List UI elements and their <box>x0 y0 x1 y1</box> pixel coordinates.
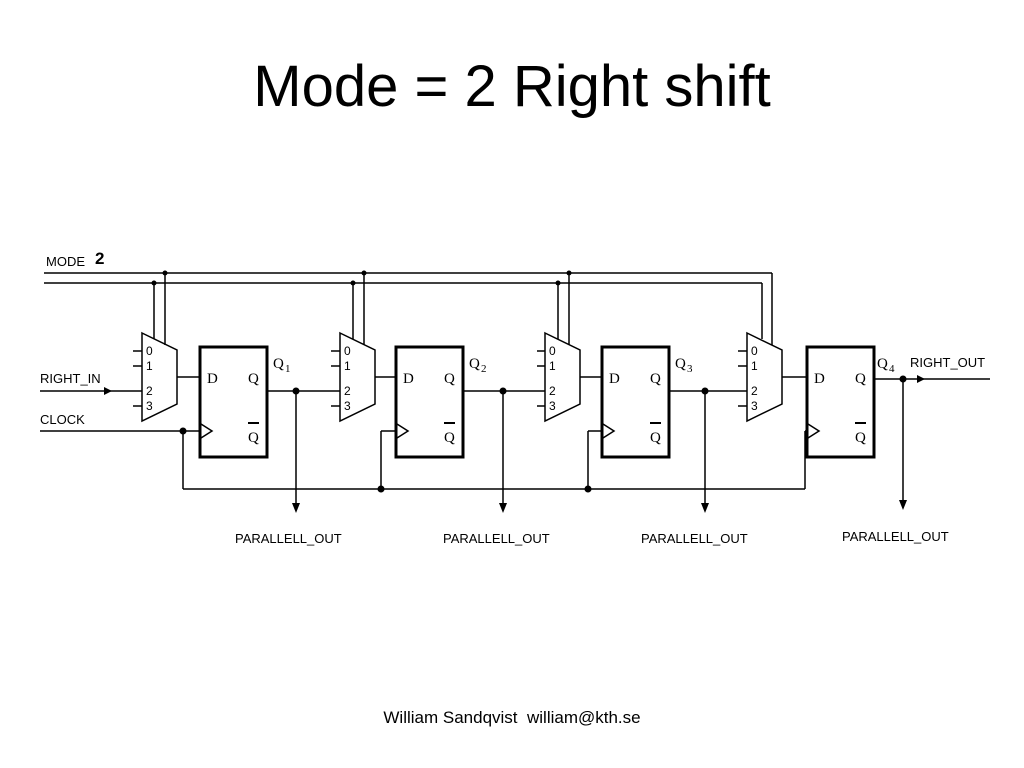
mode-junction-2b <box>361 270 367 276</box>
q3-subscript: 3 <box>687 363 693 375</box>
mode-junction-2a <box>350 280 356 286</box>
mux-1-input-2: 2 <box>146 384 153 398</box>
stage-4: 0 1 2 3 D Q Q Q 4 PARALLELL_OUT <box>738 273 949 544</box>
mux-1-input-ticks <box>133 350 142 407</box>
q1-subscript: 1 <box>285 363 291 375</box>
right-in-label: RIGHT_IN <box>40 371 101 386</box>
ff-3-d: D <box>609 371 620 387</box>
ff-3-clock-triangle <box>602 423 616 439</box>
stage-2: 0 1 2 3 D Q Q Q 2 PARALLELL_OUT <box>331 270 550 546</box>
mux-3-input-2: 2 <box>549 384 556 398</box>
flipflop-4 <box>805 345 876 459</box>
mux-1-input-0: 0 <box>146 344 153 358</box>
q2-subscript: 2 <box>481 363 487 375</box>
ff-1-clock-triangle <box>200 423 214 439</box>
mux-4-input-3: 3 <box>751 399 758 413</box>
q2-label: Q <box>469 356 480 372</box>
flipflop-1 <box>198 345 269 459</box>
q2-parallel-arrow <box>499 503 507 513</box>
ff-4-d: D <box>814 371 825 387</box>
mode-value: 2 <box>95 249 104 268</box>
ff-1-qbar: Q <box>248 430 259 446</box>
q3-parallel-arrow <box>701 503 709 513</box>
flipflop-3 <box>600 345 671 459</box>
ff-3-q: Q <box>650 371 661 387</box>
stage-3: 0 1 2 3 D Q Q Q 3 PARALLELL_OUT <box>537 270 748 546</box>
ff-1-q: Q <box>248 371 259 387</box>
mux-4-input-0: 0 <box>751 344 758 358</box>
clock-label: CLOCK <box>40 412 85 427</box>
ff-2-q: Q <box>444 371 455 387</box>
parallel-out-3: PARALLELL_OUT <box>641 531 748 546</box>
mux-3-input-1: 1 <box>549 359 556 373</box>
ff-4-qbar: Q <box>855 430 866 446</box>
q4-label: Q <box>877 356 888 372</box>
q1-label: Q <box>273 356 284 372</box>
right-out-label: RIGHT_OUT <box>910 355 985 370</box>
q1-parallel-arrow <box>292 503 300 513</box>
mux-3-input-0: 0 <box>549 344 556 358</box>
ff-1-d: D <box>207 371 218 387</box>
ff-4-clock-triangle <box>807 423 821 439</box>
slide-title: Mode = 2 Right shift <box>253 54 771 119</box>
mux-4-input-2: 2 <box>751 384 758 398</box>
ff-3-qbar: Q <box>650 430 661 446</box>
footer-gap <box>518 708 527 727</box>
parallel-out-2: PARALLELL_OUT <box>443 531 550 546</box>
ff-2-d: D <box>403 371 414 387</box>
mode-junction-3a <box>555 280 561 286</box>
q4-parallel-arrow <box>899 500 907 510</box>
mux-2-input-2: 2 <box>344 384 351 398</box>
ff-4-q: Q <box>855 371 866 387</box>
mux-4-input-ticks <box>738 350 747 407</box>
mode-junction-3b <box>566 270 572 276</box>
mode-junction-1b <box>162 270 168 276</box>
q4-subscript: 4 <box>889 363 895 375</box>
mux-2-input-0: 0 <box>344 344 351 358</box>
q3-label: Q <box>675 356 686 372</box>
mux-3-input-3: 3 <box>549 399 556 413</box>
right-in-arrow <box>104 387 112 395</box>
flipflop-2 <box>394 345 465 459</box>
mode-label: MODE <box>46 254 85 269</box>
footer: William Sandqvist william@kth.se <box>0 708 1024 728</box>
mux-1-input-1: 1 <box>146 359 153 373</box>
mux-2-input-3: 3 <box>344 399 351 413</box>
footer-author: William Sandqvist <box>383 708 518 727</box>
ff-2-qbar: Q <box>444 430 455 446</box>
parallel-out-1: PARALLELL_OUT <box>235 531 342 546</box>
ff-2-clock-triangle <box>396 423 410 439</box>
mux-3-input-ticks <box>537 350 545 407</box>
footer-email: william@kth.se <box>526 708 641 727</box>
mux-1-input-3: 3 <box>146 399 153 413</box>
mux-4-input-1: 1 <box>751 359 758 373</box>
parallel-out-4: PARALLELL_OUT <box>842 529 949 544</box>
right-out-arrow <box>917 375 925 383</box>
mux-2-input-1: 1 <box>344 359 351 373</box>
mode-junction-1a <box>151 280 157 286</box>
mux-2-input-ticks <box>331 350 340 407</box>
stage-1: 0 1 2 3 D Q Q Q 1 PARALLELL_OUT <box>133 270 342 546</box>
